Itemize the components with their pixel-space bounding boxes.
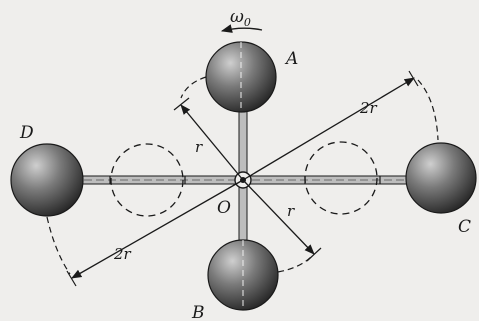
rotation-arrow [220, 24, 263, 33]
two-r-arrow-left [71, 179, 244, 279]
label-O: O [217, 198, 231, 218]
ghost-sphere-right [304, 141, 378, 215]
swing-arc-B [277, 255, 313, 273]
swing-arc-A [180, 76, 207, 99]
swing-arc-C [417, 79, 439, 141]
sphere-D [10, 143, 84, 217]
label-D: D [19, 123, 34, 143]
label-r-upper: r [195, 138, 203, 156]
sphere-A [205, 41, 277, 113]
label-B: B [191, 303, 205, 321]
swing-arc-D [46, 216, 71, 275]
two-r-arrow-right [242, 77, 415, 181]
label-C: C [458, 217, 471, 237]
ghost-sphere-left [110, 143, 184, 217]
label-2r-left: 2r [113, 245, 132, 263]
sphere-B [207, 239, 279, 311]
radius-arrow-upper [180, 104, 244, 181]
sphere-C [405, 142, 477, 214]
label-r-lower: r [287, 202, 295, 220]
label-A: A [284, 49, 298, 69]
label-2r-right: 2r [359, 99, 378, 117]
omega-label: ω0 [230, 7, 251, 29]
radius-arrow-lower [242, 179, 315, 255]
